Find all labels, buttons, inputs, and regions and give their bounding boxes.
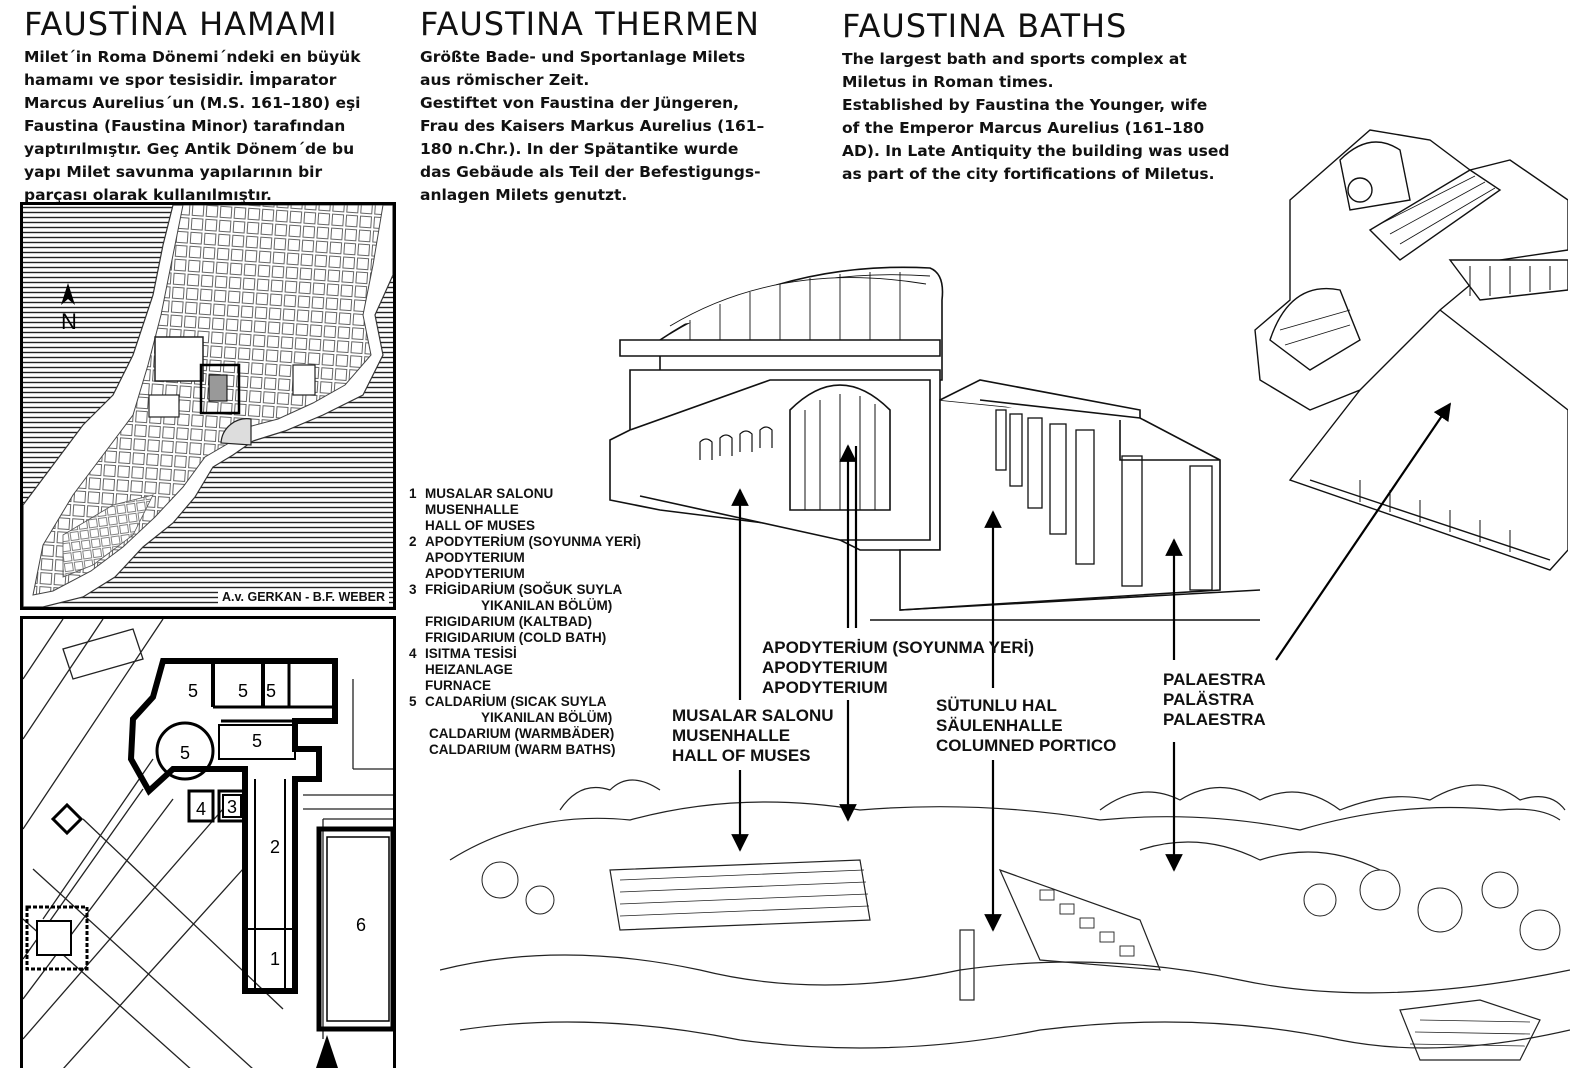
floor-plan-drawing: 5 5 5 5 5 4 3 2 1 6 (23, 619, 393, 1068)
intro-line: hamamı ve spor tesisidir. İmparator (24, 71, 337, 89)
callout-apodyterium: APODYTERİUM (SOYUNMA YERİ) APODYTERIUM A… (762, 638, 1034, 698)
room-number: 5 (252, 731, 262, 751)
legend-text: CALDARIUM (WARMBÄDER) (429, 726, 615, 741)
room-number: 3 (227, 797, 237, 817)
callout-text: MUSENHALLE (672, 726, 791, 745)
intro-english: The largest bath and sports complex at M… (842, 48, 1230, 186)
legend-item: 5 CALDARİUM (SICAK SUYLA YIKANILAN BÖLÜM)… (409, 694, 641, 758)
city-map-drawing: N (23, 205, 393, 607)
room-number: 2 (270, 837, 280, 857)
intro-line: aus römischer Zeit. (420, 71, 590, 89)
intro-line: Gestiftet von Faustina der Jüngeren, (420, 94, 740, 112)
intro-line: The largest bath and sports complex at (842, 50, 1187, 68)
callout-text: PALAESTRA (1163, 670, 1266, 689)
reconstruction-drawing (609, 266, 1261, 621)
room-number: 5 (266, 681, 276, 701)
room-number: 5 (188, 681, 198, 701)
legend-text: APODYTERIUM (425, 566, 525, 581)
legend-text: FURNACE (425, 678, 491, 693)
column-german: FAUSTINA THERMEN Größte Bade- und Sporta… (420, 8, 764, 207)
room-number: 1 (270, 949, 280, 969)
column-turkish: FAUSTİNA HAMAMI Milet´in Roma Dönemi´nde… (24, 8, 361, 207)
intro-line: Größte Bade- und Sportanlage Milets (420, 48, 746, 66)
legend-text: APODYTERİUM (SOYUNMA YERİ) (425, 534, 642, 549)
legend-item: 4 ISITMA TESİSİ HEIZANLAGE FURNACE (409, 646, 641, 694)
room-legend: 1 MUSALAR SALONU MUSENHALLE HALL OF MUSES… (409, 486, 641, 758)
room-number: 4 (196, 799, 206, 819)
intro-line: anlagen Milets genutzt. (420, 186, 628, 204)
intro-line: Established by Faustina the Younger, wif… (842, 96, 1208, 114)
intro-line: Milet´in Roma Dönemi´ndeki en büyük (24, 48, 361, 66)
intro-turkish: Milet´in Roma Dönemi´ndeki en büyük hama… (24, 46, 361, 207)
intro-line: as part of the city fortifications of Mi… (842, 165, 1215, 183)
callout-text: PALAESTRA (1163, 710, 1266, 729)
callout-text: APODYTERIUM (762, 678, 888, 697)
callout-text: APODYTERİUM (SOYUNMA YERİ) (762, 638, 1035, 657)
legend-text: APODYTERIUM (425, 550, 525, 565)
intro-line: das Gebäude als Teil der Befestigungs- (420, 163, 761, 181)
callout-hall-of-muses: MUSALAR SALONU MUSENHALLE HALL OF MUSES (672, 706, 834, 766)
legend-item: 1 MUSALAR SALONU MUSENHALLE HALL OF MUSES (409, 486, 641, 534)
intro-line: yaptırılmıştır. Geç Antik Dönem´de bu (24, 140, 355, 158)
map-credit: A.v. GERKAN - B.F. WEBER (218, 589, 389, 605)
title-turkish: FAUSTİNA HAMAMI (24, 5, 338, 43)
legend-text: CALDARIUM (WARM BATHS) (429, 742, 616, 757)
intro-line: yapı Milet savunma yapılarının bir (24, 163, 323, 181)
north-label: N (61, 309, 77, 334)
legend-text: YIKANILAN BÖLÜM) (481, 598, 613, 613)
legend-text: MUSENHALLE (425, 502, 519, 517)
legend-text: FRIGIDARIUM (COLD BATH) (425, 630, 607, 645)
intro-line: 180 n.Chr.). In der Spätantike wurde (420, 140, 739, 158)
legend-text: HEIZANLAGE (425, 662, 513, 677)
ruins-drawing (440, 779, 1570, 1061)
legend-number: 3 (409, 582, 417, 597)
callout-text: SÜTUNLU HAL (936, 696, 1057, 715)
legend-text: FRIGIDARIUM (KALTBAD) (425, 614, 592, 629)
legend-item: 3 FRİGİDARİUM (SOĞUK SUYLA YIKANILAN BÖLÜ… (409, 582, 641, 646)
callout-text: MUSALAR SALONU (672, 706, 834, 725)
callout-columned-portico: SÜTUNLU HAL SÄULENHALLE COLUMNED PORTICO (936, 696, 1116, 756)
legend-text: MUSALAR SALONU (425, 486, 554, 501)
intro-line: Miletus in Roman times. (842, 73, 1054, 91)
column-english: FAUSTINA BATHS The largest bath and spor… (842, 10, 1230, 186)
legend-text: YIKANILAN BÖLÜM) (481, 710, 613, 725)
intro-line: parçası olarak kullanılmıştır. (24, 186, 272, 204)
title-german: FAUSTINA THERMEN (420, 5, 760, 43)
legend-number: 1 (409, 486, 417, 501)
callout-palaestra: PALAESTRA PALÄSTRA PALAESTRA (1163, 670, 1266, 730)
legend-number: 5 (409, 694, 417, 709)
intro-line: AD). In Late Antiquity the building was … (842, 142, 1230, 160)
intro-german: Größte Bade- und Sportanlage Milets aus … (420, 46, 764, 207)
callout-text: PALÄSTRA (1163, 690, 1255, 709)
legend-number: 4 (409, 646, 417, 661)
callout-text: COLUMNED PORTICO (936, 736, 1117, 755)
legend-number: 2 (409, 534, 417, 549)
callout-text: APODYTERIUM (762, 658, 888, 677)
legend-text: FRİGİDARİUM (SOĞUK SUYLA (425, 582, 623, 597)
room-number: 6 (356, 915, 366, 935)
intro-line: Marcus Aurelius´un (M.S. 161–180) eşi (24, 94, 361, 112)
intro-line: Faustina (Faustina Minor) tarafından (24, 117, 346, 135)
legend-text: HALL OF MUSES (425, 518, 536, 533)
callout-text: SÄULENHALLE (936, 716, 1063, 735)
callout-text: HALL OF MUSES (672, 746, 811, 765)
aerial-view (1254, 129, 1568, 571)
city-map: N A.v. GERKAN - B.F. WEBER (20, 202, 396, 610)
room-number: 5 (238, 681, 248, 701)
legend-text: CALDARİUM (SICAK SUYLA (425, 694, 607, 709)
intro-line: of the Emperor Marcus Aurelius (161–180 (842, 119, 1205, 137)
legend-text: ISITMA TESİSİ (425, 646, 517, 661)
intro-line: Frau des Kaisers Markus Aurelius (161– (420, 117, 765, 135)
room-number: 5 (180, 743, 190, 763)
floor-plan: 5 5 5 5 5 4 3 2 1 6 (20, 616, 396, 1068)
title-english: FAUSTINA BATHS (842, 7, 1128, 45)
